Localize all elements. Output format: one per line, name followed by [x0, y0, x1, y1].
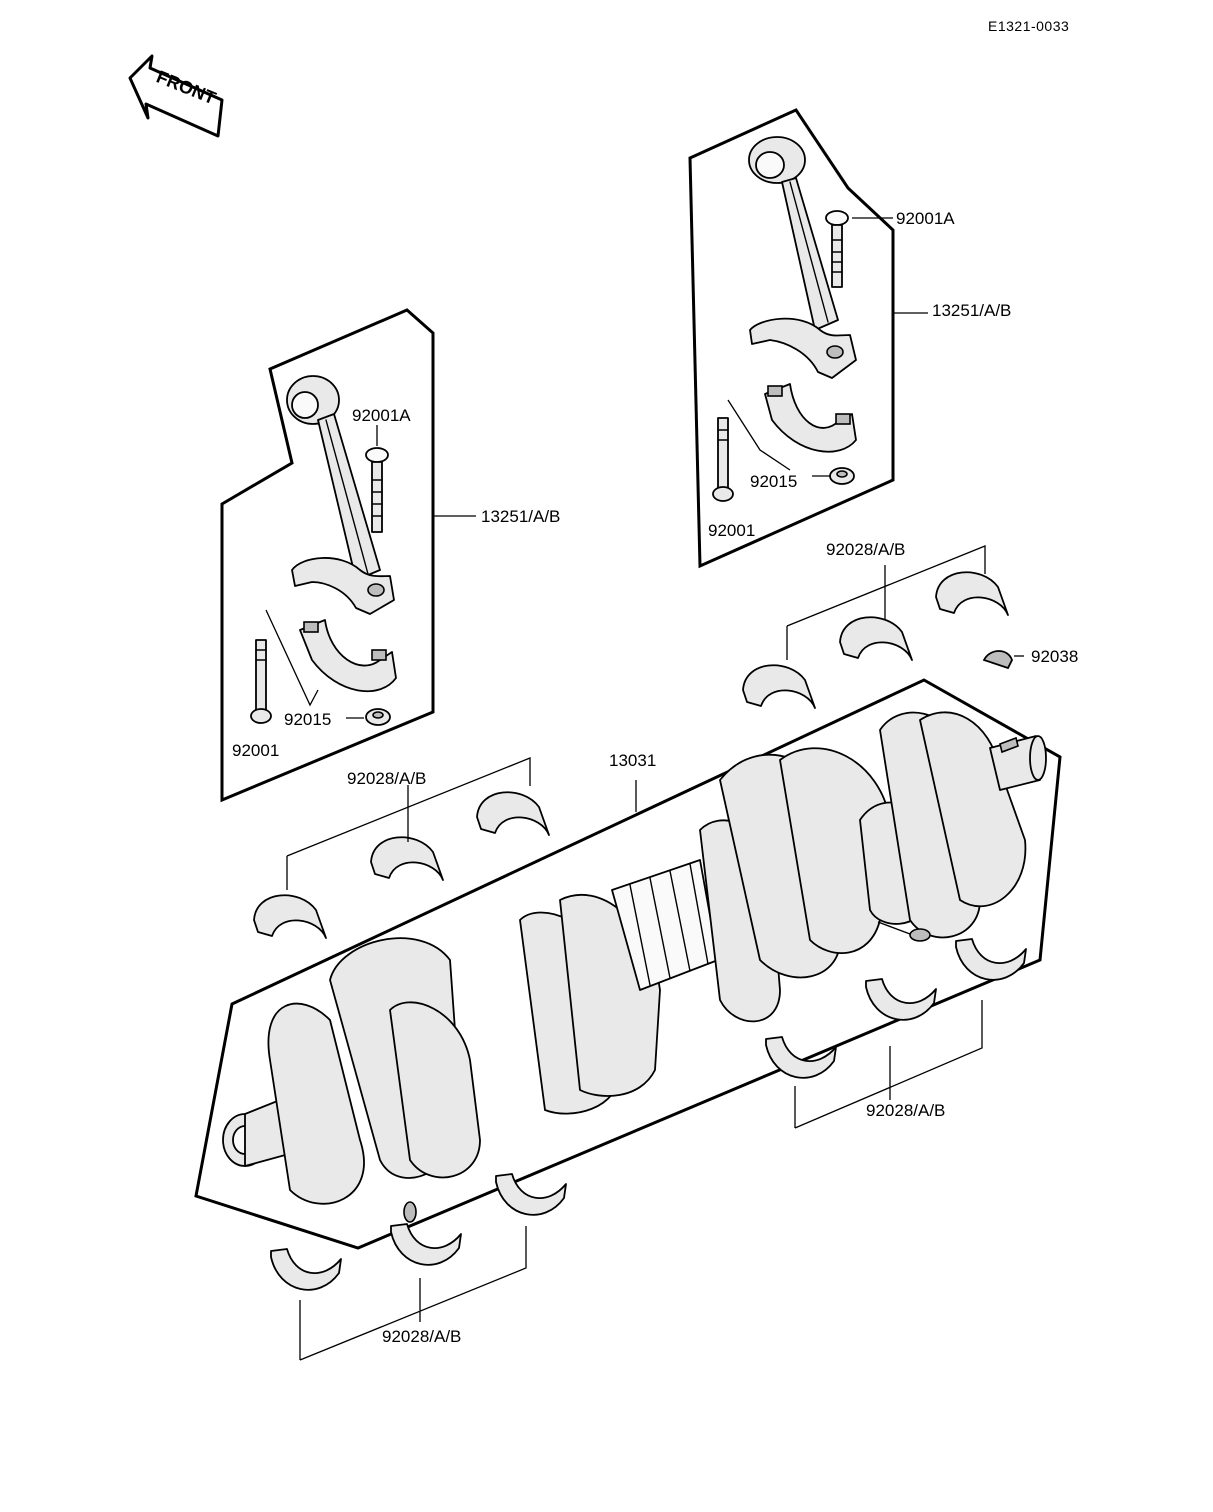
- left-rod-outline: [220, 308, 435, 803]
- upper-right-rod-ref: 13251/A/B: [932, 301, 1012, 320]
- bolt-head-icon: [825, 210, 849, 226]
- bearing-shell-icon: [390, 1223, 462, 1266]
- left-bolt-ref: 92001: [232, 741, 280, 760]
- bearing-shell-icon: [370, 836, 444, 881]
- bearings-upper-right-ref: 92028/A/B: [826, 540, 906, 559]
- bearings-upper-left-ref: 92028/A/B: [347, 769, 427, 788]
- bearings-lower-left-ref: 92028/A/B: [382, 1327, 462, 1346]
- rod-cap: [764, 383, 857, 453]
- front-arrow-label: FRONT: [154, 67, 219, 109]
- upper-right-rod-outline: [688, 108, 895, 569]
- key-icon: [982, 650, 1013, 670]
- bearing-shell-icon: [270, 1248, 342, 1291]
- bearing-shell-icon: [765, 1036, 837, 1079]
- upper-right-bolt-ref: 92001: [708, 521, 756, 540]
- diagram-code: E1321-0033: [988, 18, 1070, 34]
- upper-right-bolt-head-ref: 92001A: [896, 209, 955, 228]
- bearing-shell-icon: [935, 571, 1009, 616]
- front-arrow-icon: FRONT: [128, 54, 224, 138]
- bearing-shell-icon: [839, 616, 913, 661]
- upper-right-rod-group: [688, 108, 928, 569]
- upper-right-nut-ref: 92015: [750, 472, 798, 491]
- crankshaft-outline: [194, 678, 1062, 1250]
- left-bolt-head-ref: 92001A: [352, 406, 411, 425]
- crankshaft-ref: 13031: [609, 751, 657, 770]
- left-nut-ref: 92015: [284, 710, 332, 729]
- left-rod-ref: 13251/A/B: [481, 507, 561, 526]
- bearing-shell-icon: [495, 1173, 567, 1216]
- bearing-shell-icon: [955, 938, 1027, 981]
- crankshaft: [222, 711, 1047, 1223]
- bearing-shell-icon: [253, 894, 327, 939]
- bearing-leaders: [286, 545, 986, 1361]
- bearing-shell-icon: [742, 664, 816, 709]
- bearing-shell-icon: [476, 791, 550, 836]
- left-rod-group: [220, 308, 476, 803]
- key-ref: 92038: [1031, 647, 1079, 666]
- bearings-lower-right-ref: 92028/A/B: [866, 1101, 946, 1120]
- bearing-shell-icon: [865, 978, 937, 1021]
- bearing-shells: [253, 571, 1027, 1291]
